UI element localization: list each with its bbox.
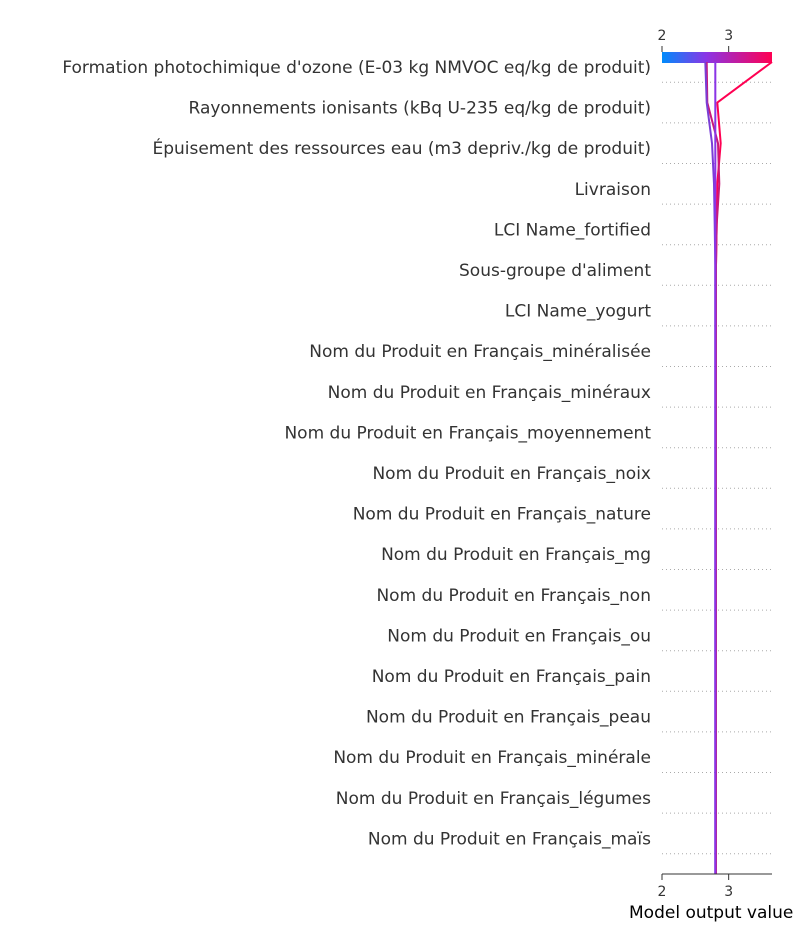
feature-label: Nom du Produit en Français_non — [376, 586, 651, 606]
x-axis-label: Model output value — [629, 903, 793, 923]
feature-label: Nom du Produit en Français_ou — [387, 626, 651, 646]
feature-label: Nom du Produit en Français_nature — [353, 505, 651, 525]
feature-label: Nom du Produit en Français_moyennement — [284, 423, 651, 443]
decision-path — [715, 61, 773, 874]
feature-label: Rayonnements ionisants (kBq U-235 eq/kg … — [189, 99, 651, 119]
feature-label: LCI Name_fortified — [494, 220, 651, 240]
feature-label: Nom du Produit en Français_minéralisée — [309, 342, 651, 362]
colorbar-tick-label: 2 — [658, 28, 667, 44]
feature-labels: Formation photochimique d'ozone (E-03 kg… — [62, 58, 651, 849]
feature-label: Nom du Produit en Français_peau — [366, 708, 651, 728]
feature-label: Livraison — [575, 180, 651, 200]
decision-path — [704, 61, 717, 874]
x-tick-label: 3 — [724, 884, 733, 900]
feature-label: Nom du Produit en Français_minéraux — [328, 383, 651, 403]
feature-label: Nom du Produit en Français_mg — [381, 545, 651, 565]
decision-lines — [704, 61, 773, 874]
feature-label: LCI Name_yogurt — [505, 302, 651, 322]
feature-label: Épuisement des ressources eau (m3 depriv… — [152, 137, 651, 159]
feature-label: Formation photochimique d'ozone (E-03 kg… — [62, 58, 651, 78]
feature-label: Nom du Produit en Français_minérale — [333, 748, 651, 768]
feature-label: Nom du Produit en Français_noix — [372, 464, 651, 484]
feature-label: Sous-groupe d'aliment — [459, 261, 651, 281]
feature-label: Nom du Produit en Français_pain — [372, 667, 651, 687]
colorbar-tick-label: 3 — [724, 28, 733, 44]
colorbar-gradient — [662, 52, 772, 63]
x-tick-label: 2 — [658, 884, 667, 900]
feature-label: Nom du Produit en Français_maïs — [368, 829, 651, 849]
feature-label: Nom du Produit en Français_légumes — [336, 789, 651, 809]
